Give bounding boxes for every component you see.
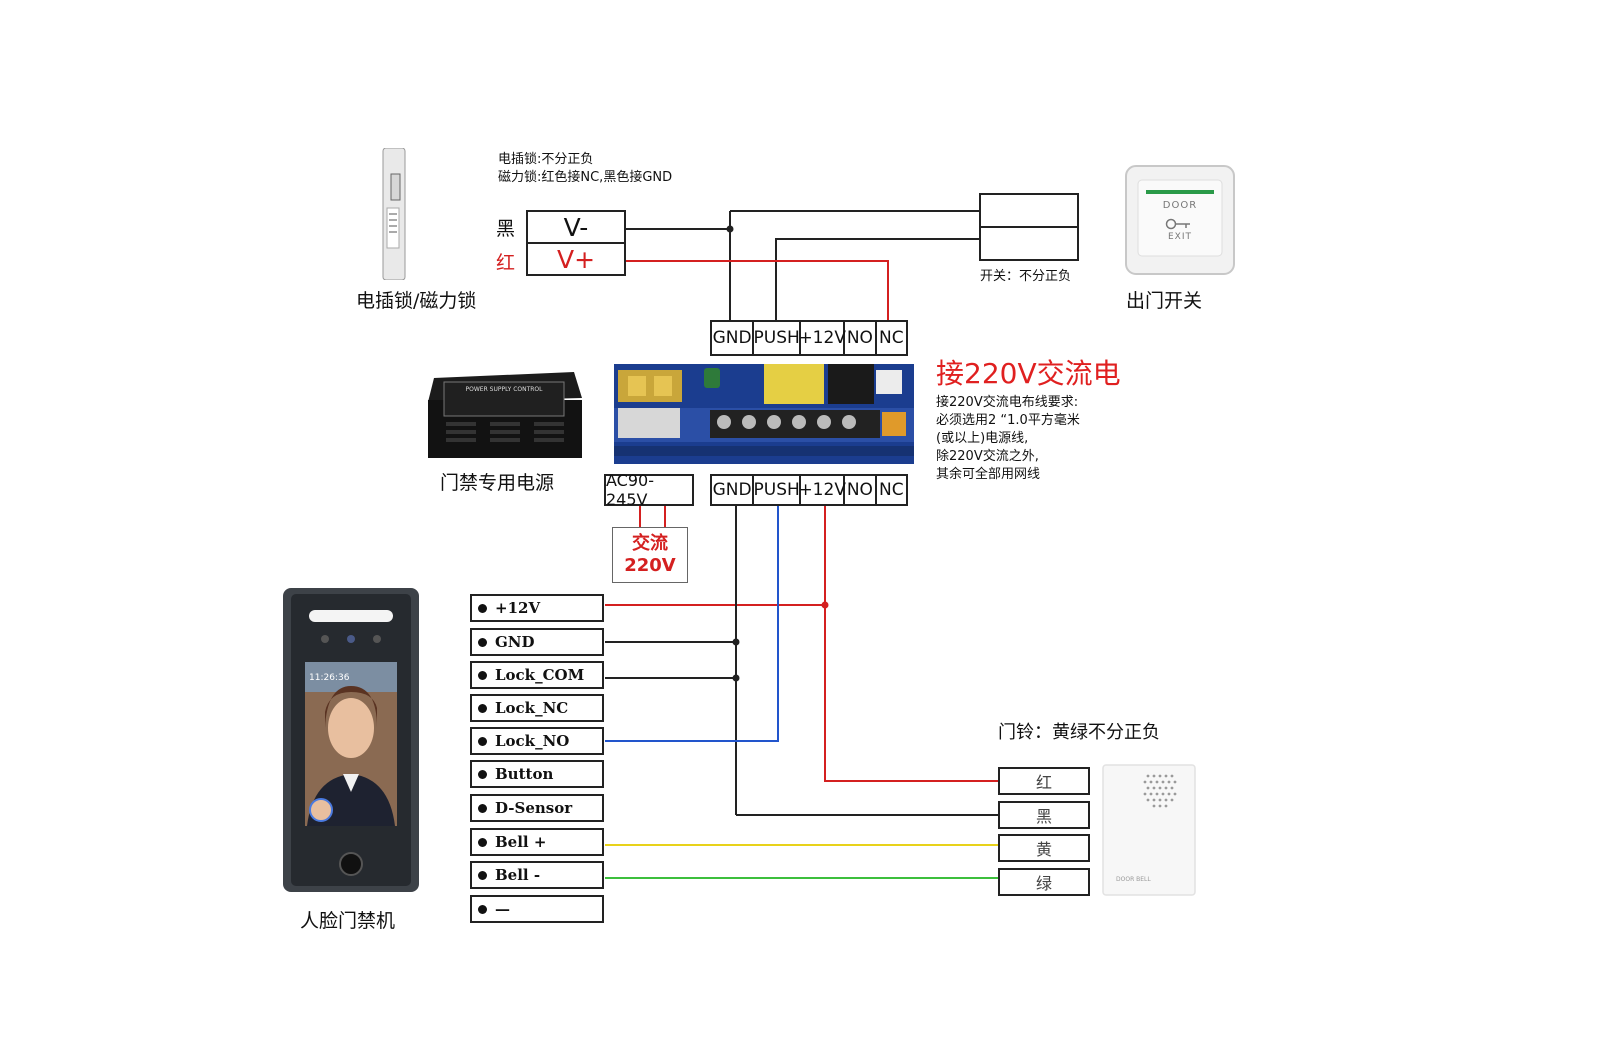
doorbell-device-text: DOOR BELL — [1116, 876, 1151, 883]
bell-terminal-red: 红 — [998, 767, 1090, 795]
pin-d-sensor: D-Sensor — [470, 794, 604, 822]
pin-bell-minus: Bell - — [470, 861, 604, 889]
wire-lock-no — [605, 504, 779, 742]
lock-note-1: 电插锁:不分正负 — [498, 152, 594, 167]
wire-lock-red — [624, 260, 889, 322]
pin-dot — [478, 703, 487, 713]
junction-dot — [726, 225, 734, 233]
exit-button-caption: 出门开关 — [1126, 290, 1203, 312]
pin-12v: +12V — [470, 594, 604, 622]
speaker-grille-icon — [1143, 774, 1177, 808]
bottom-terminal-no: NO — [845, 476, 877, 504]
pin-dot — [478, 736, 487, 746]
pin-dot — [478, 837, 487, 847]
v-minus-label: V- — [563, 212, 589, 242]
pin-label: GND — [495, 633, 535, 651]
ac-info-3: (或以上)电源线, — [936, 431, 1029, 446]
pin-dot — [478, 803, 487, 813]
pin-dot — [478, 870, 487, 880]
lock-v-minus-terminal: V- — [526, 210, 626, 244]
exit-face-top: DOOR — [1162, 200, 1198, 211]
doorbell-device: DOOR BELL — [1102, 764, 1196, 896]
pin-dot — [478, 904, 487, 914]
lock-black-label: 黑 — [496, 218, 516, 240]
wire-exit-push — [775, 238, 980, 322]
pin-label: Lock_NC — [495, 699, 569, 717]
ac-label-1: 交流 — [632, 533, 668, 554]
ac-label-2: 220V — [624, 555, 676, 576]
ac-info-1: 接220V交流电布线要求: — [936, 395, 1079, 410]
pin-gnd: GND — [470, 628, 604, 656]
bottom-terminal-gnd: GND — [712, 476, 755, 504]
pin-label: — — [495, 900, 510, 918]
controller-bottom-terminals: GND PUSH +12V NO NC — [710, 474, 908, 506]
lock-note-2: 磁力锁:红色接NC,黑色接GND — [498, 170, 673, 185]
ac-input-terminal: AC90-245V — [604, 471, 694, 509]
bottom-terminal-12v: +12V — [798, 476, 846, 504]
v-plus-label: V+ — [556, 244, 596, 274]
bottom-terminal-push: PUSH — [754, 476, 802, 504]
bottom-terminal-nc: NC — [879, 480, 904, 500]
pin-lock-nc: Lock_NC — [470, 694, 604, 722]
pin-dot — [478, 670, 487, 680]
bell-terminal-black: 黑 — [998, 801, 1090, 829]
top-terminal-no: NO — [845, 322, 877, 354]
pin-lock-no: Lock_NO — [470, 727, 604, 755]
exit-button-device: DOOR EXIT — [1124, 164, 1236, 276]
pin-bell-plus: Bell + — [470, 828, 604, 856]
pin-blank: — — [470, 895, 604, 923]
pin-label: Bell + — [495, 833, 547, 851]
ac-info-2: 必须选用2 “1.0平方毫米 — [936, 413, 1080, 428]
pin-label: Lock_COM — [495, 666, 585, 684]
exit-face-bottom: EXIT — [1167, 232, 1192, 242]
pin-dot — [478, 637, 487, 647]
top-terminal-gnd: GND — [712, 322, 755, 354]
pin-label: +12V — [495, 599, 541, 617]
pin-label: Bell - — [495, 866, 541, 884]
pin-label: Button — [495, 765, 554, 783]
top-terminal-12v: +12V — [798, 322, 846, 354]
pin-label: D-Sensor — [495, 799, 573, 817]
bell-terminal-green: 绿 — [998, 868, 1090, 896]
ac-terminal-label: AC90-245V — [606, 471, 654, 509]
ac-info-4: 除220V交流之外, — [936, 449, 1039, 464]
lock-red-label: 红 — [496, 252, 516, 274]
controller-board-image — [614, 364, 914, 464]
face-screen-time: 11:26:36 — [309, 673, 350, 683]
top-terminal-nc: NC — [879, 328, 904, 348]
controller-top-terminals: GND PUSH +12V NO NC — [710, 320, 908, 356]
face-terminal-device: 11:26:36 — [283, 588, 419, 892]
power-supply-image: POWER SUPPLY CONTROL — [424, 370, 584, 464]
ac-title: 接220V交流电 — [936, 357, 1121, 390]
pin-lock-com: Lock_COM — [470, 661, 604, 689]
pin-label: Lock_NO — [495, 732, 570, 750]
face-terminal-caption: 人脸门禁机 — [300, 910, 396, 932]
pin-dot — [478, 769, 487, 779]
pin-dot — [478, 603, 487, 613]
doorbell-caption: 门铃：黄绿不分正负 — [998, 722, 1160, 743]
lock-v-plus-terminal: V+ — [526, 242, 626, 276]
top-terminal-push: PUSH — [754, 322, 802, 354]
bell-terminal-yellow: 黄 — [998, 834, 1090, 862]
pin-button: Button — [470, 760, 604, 788]
wire-12v-bell-red — [824, 605, 998, 782]
power-supply-caption: 门禁专用电源 — [440, 472, 555, 494]
lock-caption: 电插锁/磁力锁 — [356, 290, 477, 312]
electric-lock-image — [382, 147, 406, 281]
ac-info-5: 其余可全部用网线 — [936, 467, 1041, 482]
exit-switch-note: 开关：不分正负 — [980, 269, 1072, 284]
ac-220v-box: 交流 220V — [612, 527, 688, 583]
power-box-text: POWER SUPPLY CONTROL — [465, 386, 543, 393]
